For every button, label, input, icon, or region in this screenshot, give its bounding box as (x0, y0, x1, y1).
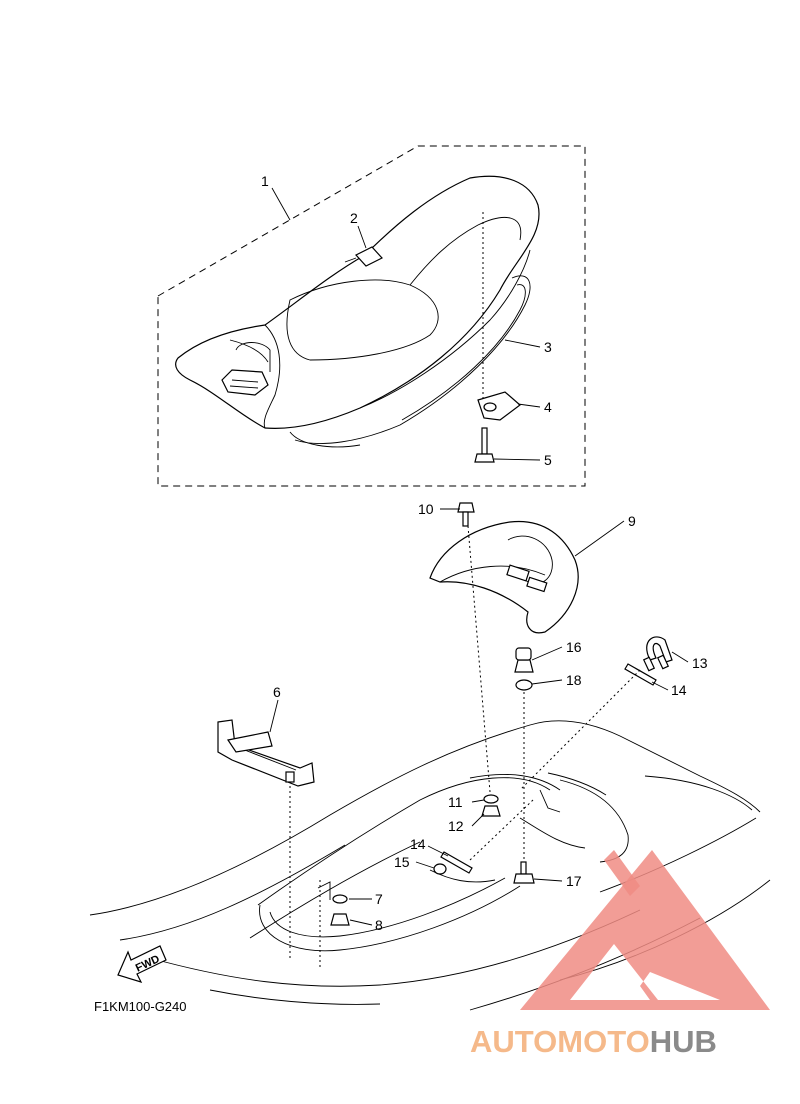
callout-16: 16 (566, 639, 582, 655)
nut-15 (433, 863, 447, 875)
callout-18: 18 (566, 672, 582, 688)
watermark-text-part2: HUB (650, 1024, 717, 1059)
diagram-code: F1KM100-G240 (94, 999, 187, 1014)
fwd-arrow-icon: FWD (117, 945, 167, 983)
callout-5: 5 (544, 452, 552, 468)
callout-14-upper: 14 (671, 682, 687, 698)
callout-10: 10 (418, 501, 434, 517)
bolt-10 (457, 502, 475, 527)
pin-14-upper (624, 663, 657, 686)
callout-2: 2 (350, 210, 358, 226)
seat-bracket (477, 391, 521, 421)
washer-18 (515, 679, 533, 691)
callout-13: 13 (692, 655, 708, 671)
callout-7: 7 (375, 891, 383, 907)
bolt-5 (474, 427, 495, 463)
callout-8: 8 (375, 917, 383, 933)
watermark: AUTOMOTOHUB (470, 850, 770, 1059)
washer-11 (483, 794, 499, 804)
callout-1: 1 (261, 173, 269, 189)
pin-14-lower (440, 851, 473, 874)
callout-12: 12 (448, 818, 464, 834)
nut-16 (514, 647, 534, 673)
bolt-17 (513, 861, 535, 884)
callout-17: 17 (566, 873, 582, 889)
seat (175, 175, 540, 448)
nut-12 (481, 805, 501, 817)
callout-14-lower: 14 (410, 836, 426, 852)
callout-labels: 1 2 3 4 5 6 7 8 9 10 11 12 13 14 14 15 1… (261, 173, 708, 933)
grab-handle (429, 520, 579, 634)
u-bolt-13 (642, 636, 673, 672)
leader-lines (269, 187, 689, 926)
watermark-triangle-icon (520, 850, 770, 1010)
callout-15: 15 (394, 854, 410, 870)
nut-8 (330, 913, 350, 926)
assembly-boundary (157, 145, 586, 487)
watermark-text-part1: AUTOMOTO (470, 1024, 650, 1059)
callout-9: 9 (628, 513, 636, 529)
washer-7 (332, 894, 348, 904)
watermark-text: AUTOMOTOHUB (470, 1024, 717, 1059)
callout-3: 3 (544, 339, 552, 355)
callout-6: 6 (273, 684, 281, 700)
callout-11: 11 (448, 794, 463, 810)
mount-bracket (217, 719, 315, 787)
callout-4: 4 (544, 399, 552, 415)
